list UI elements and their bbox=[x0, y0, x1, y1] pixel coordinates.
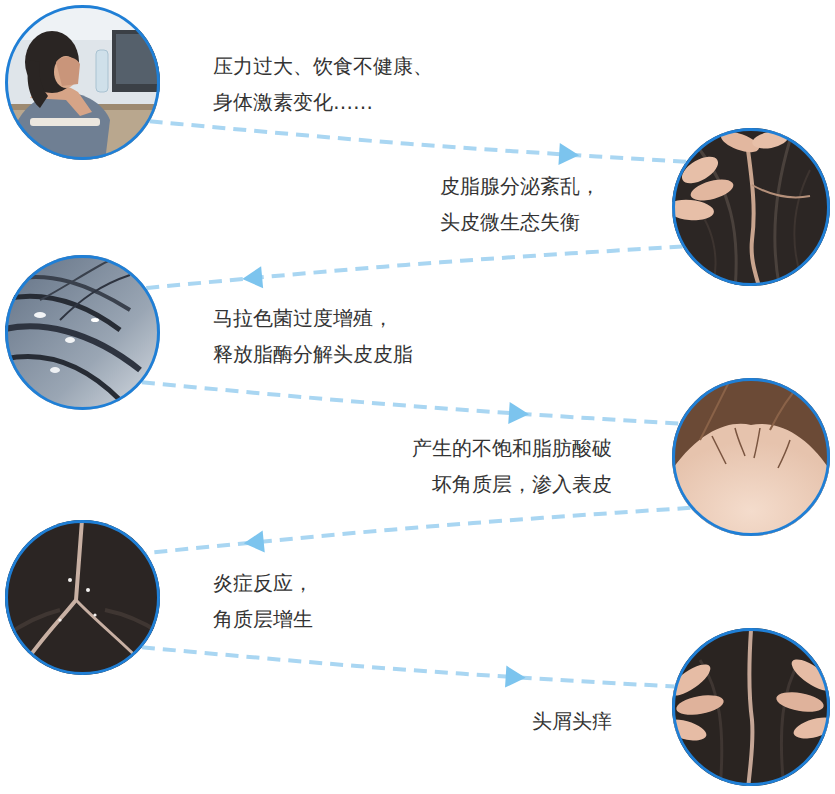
photo-shape bbox=[712, 436, 726, 464]
photo-shape bbox=[30, 118, 100, 126]
photo-shape bbox=[50, 367, 60, 373]
dashed-connector bbox=[150, 121, 687, 161]
dashed-connector bbox=[146, 247, 683, 289]
photo-shape bbox=[748, 150, 760, 290]
photo-shape bbox=[661, 716, 708, 745]
photo-shape bbox=[752, 185, 810, 197]
photo-shape bbox=[60, 275, 130, 320]
photo-shape bbox=[112, 30, 170, 92]
photo-shape bbox=[130, 660, 170, 690]
photo-shape bbox=[670, 376, 835, 541]
photo-shape bbox=[76, 600, 150, 670]
dashed-connector bbox=[142, 382, 680, 423]
photo-shape bbox=[34, 312, 46, 318]
arrowhead bbox=[508, 402, 529, 425]
photo-shape bbox=[65, 337, 75, 343]
step-caption: 马拉色菌过度增殖， 释放脂酶分解头皮皮脂 bbox=[213, 300, 473, 372]
circle-border bbox=[674, 630, 829, 785]
photo-shape bbox=[675, 692, 725, 718]
step-caption: 炎症反应， 角质层增生 bbox=[213, 565, 393, 637]
hair-closeup-photo bbox=[0, 250, 170, 420]
arrowhead bbox=[243, 530, 265, 554]
dashed-connector bbox=[142, 647, 675, 686]
dashed-connector bbox=[146, 508, 690, 553]
photo-shape bbox=[56, 57, 80, 86]
photo-shape bbox=[754, 428, 760, 458]
hairline-photo bbox=[670, 376, 835, 541]
circle-border bbox=[674, 130, 829, 285]
photo-shape bbox=[775, 140, 790, 290]
photo-circle: 压力过大、饮食不健康、 身体激素变化…… bbox=[5, 5, 160, 160]
photo-shape bbox=[96, 50, 108, 92]
photo-shape bbox=[40, 260, 110, 300]
circle-border bbox=[7, 7, 159, 159]
photo-circle: 产生的不饱和脂肪酸破 坏角质层，渗入表皮 bbox=[672, 378, 830, 536]
photo-shape bbox=[794, 170, 810, 290]
photo-shape bbox=[58, 618, 61, 621]
photo-shape bbox=[91, 318, 99, 322]
arrowhead bbox=[505, 666, 526, 689]
photo-shape bbox=[670, 626, 835, 791]
photo-shape bbox=[748, 630, 753, 790]
photo-shape bbox=[688, 176, 735, 205]
circle-outline bbox=[672, 378, 830, 536]
photo-shape bbox=[672, 424, 830, 540]
step-caption: 皮脂腺分泌紊乱， 头皮微生态失衡 bbox=[440, 168, 640, 240]
scalp-photo bbox=[665, 126, 835, 291]
photo-shape bbox=[775, 689, 825, 715]
parting-photo bbox=[0, 515, 170, 690]
circle-outline bbox=[672, 628, 830, 786]
flow-arrow bbox=[142, 382, 680, 425]
flow-arrow bbox=[146, 508, 690, 555]
photo-shape bbox=[86, 588, 90, 592]
photo-shape bbox=[735, 428, 745, 456]
photo-shape bbox=[665, 659, 715, 701]
arrowhead bbox=[558, 143, 579, 166]
photo-shape bbox=[0, 515, 170, 685]
photo-shape bbox=[93, 613, 96, 616]
circle-border bbox=[7, 522, 159, 674]
circle-outline bbox=[672, 128, 830, 286]
office-photo bbox=[0, 0, 170, 178]
step-caption: 压力过大、饮食不健康、 身体激素变化…… bbox=[213, 48, 483, 120]
flow-arrow bbox=[150, 121, 687, 166]
photo-circle: 头屑头痒 bbox=[672, 628, 830, 786]
photo-shape bbox=[0, 660, 40, 690]
photo-shape bbox=[0, 250, 170, 420]
circle-outline bbox=[5, 255, 160, 410]
circle-border bbox=[674, 380, 829, 535]
photo-shape bbox=[0, 356, 120, 400]
photo-shape bbox=[68, 578, 72, 582]
step-caption: 头屑头痒 bbox=[412, 703, 612, 739]
circle-outline bbox=[5, 5, 160, 160]
circle-border bbox=[7, 257, 159, 409]
itchy-scalp-photo bbox=[661, 626, 835, 791]
photo-shape bbox=[28, 60, 48, 108]
photo-shape bbox=[778, 440, 790, 468]
photo-shape bbox=[0, 0, 170, 170]
arrowhead bbox=[241, 266, 263, 290]
flow-arrow bbox=[142, 647, 675, 689]
step-caption: 产生的不饱和脂肪酸破 坏角质层，渗入表皮 bbox=[352, 430, 612, 502]
flow-arrow bbox=[146, 247, 683, 290]
photo-circle: 马拉色菌过度增殖， 释放脂酶分解头皮皮脂 bbox=[5, 255, 160, 410]
photo-circle: 皮脂腺分泌紊乱， 头皮微生态失衡 bbox=[672, 128, 830, 286]
photo-circle: 炎症反应， 角质层增生 bbox=[5, 520, 160, 675]
circle-outline bbox=[5, 520, 160, 675]
